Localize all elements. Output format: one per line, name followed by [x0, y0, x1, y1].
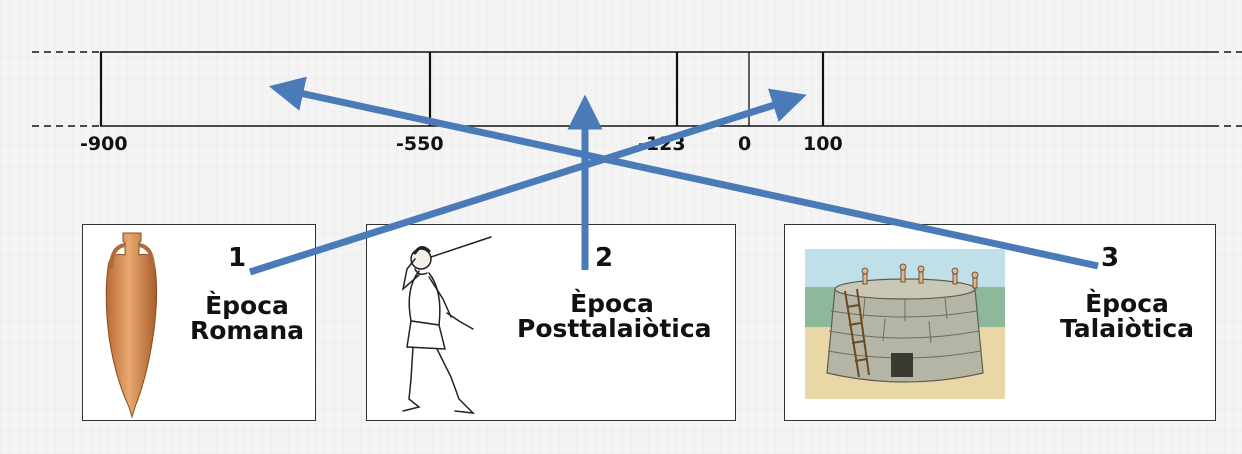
tick-label-100: 100: [803, 133, 843, 155]
tick-label-minus550: -550: [396, 133, 444, 155]
card-label-line1: Època: [1085, 289, 1169, 318]
card-label-line2: Talaiòtica: [1059, 314, 1195, 343]
card-number-2: 2: [595, 243, 614, 273]
card-talaiotic: 3 Època Talaiòtica: [784, 224, 1216, 421]
card-label-romana: Època Romana: [181, 293, 313, 343]
tick-label-zero: 0: [738, 133, 752, 155]
card-label-line2: Romana: [189, 316, 304, 345]
card-label-line1: Època: [205, 291, 289, 320]
arrow-card3-to-minus900: [268, 76, 1099, 270]
card-number-1: 1: [228, 243, 247, 273]
card-posttalaiotic: 2 Època Posttalaiòtica: [366, 224, 736, 421]
card-label-talaiotica: Època Talaiòtica: [1047, 291, 1207, 341]
talayot-tower-picture: [805, 249, 1005, 399]
arrow-card1-to-100: [248, 88, 807, 276]
card-label-line1: Època: [570, 289, 654, 318]
card-label-posttalaiotica: Època Posttalaiòtica: [517, 289, 712, 343]
card-number-3: 3: [1101, 243, 1120, 273]
warrior-slinger-picture: [401, 236, 492, 414]
card-label-line2: Posttalaiòtica: [517, 314, 712, 343]
tick-label-minus900: -900: [80, 133, 128, 155]
amphora-picture: [105, 232, 158, 419]
card-roman: 1 Època Romana: [82, 224, 316, 421]
